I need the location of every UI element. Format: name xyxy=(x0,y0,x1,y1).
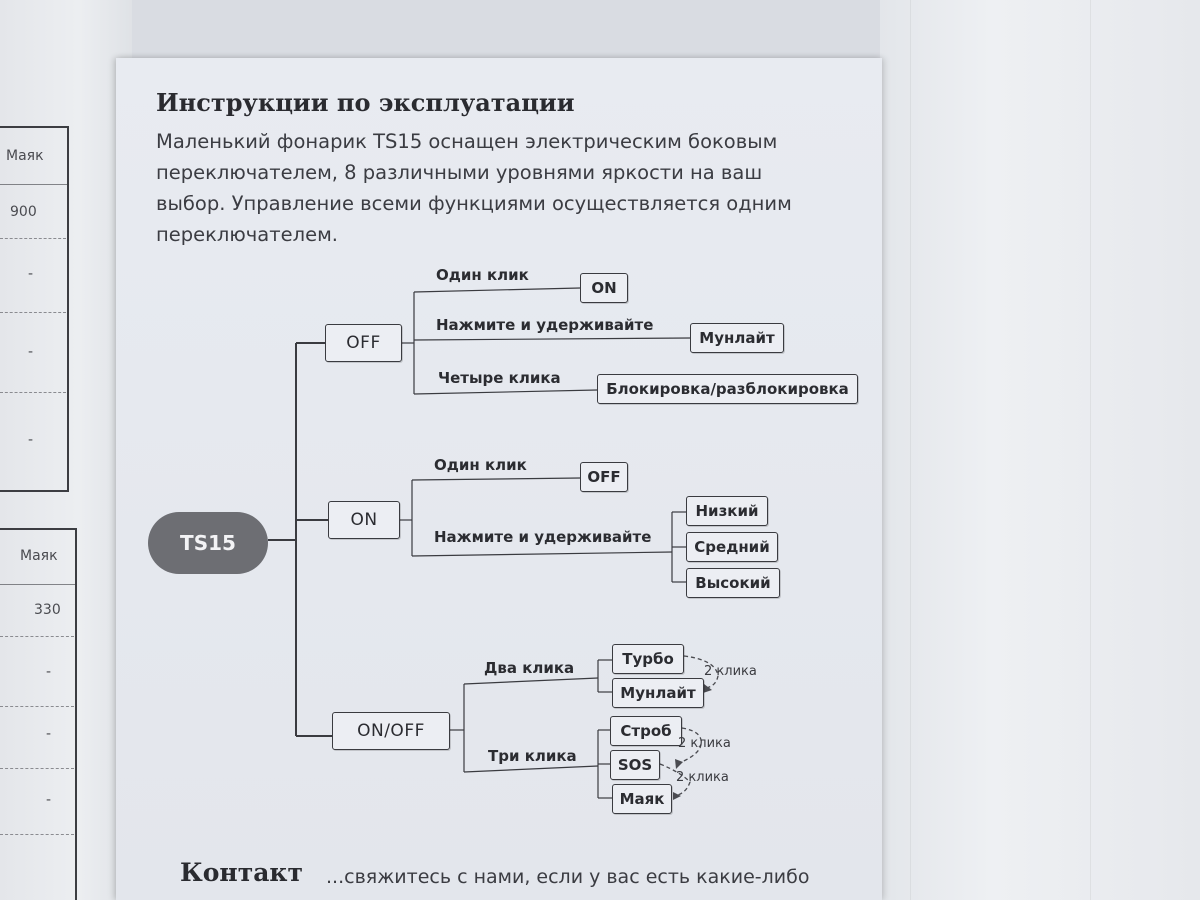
mode-onoff-box: ON/OFF xyxy=(332,712,450,750)
onoff-result-moonlight: Мунлайт xyxy=(612,678,704,708)
table1-top-border xyxy=(0,126,68,128)
mode-on-box: ON xyxy=(328,501,400,539)
on-result-off: OFF xyxy=(580,462,628,492)
root-node-ts15: TS15 xyxy=(148,512,268,574)
off-result-lock: Блокировка/разблокировка xyxy=(597,374,858,404)
contact-heading: Контакт xyxy=(180,858,303,887)
right-background-sheet xyxy=(880,0,1200,900)
table1-row-divider xyxy=(0,392,66,393)
table1-cell: - xyxy=(28,432,34,448)
onoff-double-click-label: Два клика xyxy=(484,659,575,677)
table1-header: Маяк xyxy=(6,148,44,164)
table1-bottom-border xyxy=(0,490,69,492)
page-title: Инструкции по эксплуатации xyxy=(156,88,575,117)
off-hold-label: Нажмите и удерживайте xyxy=(436,316,654,334)
table2-row-divider xyxy=(0,706,74,707)
table2-cell: - xyxy=(46,726,52,742)
off-result-moonlight: Мунлайт xyxy=(690,323,784,353)
off-one-click-label: Один клик xyxy=(436,266,529,284)
table1-cell: - xyxy=(28,266,34,282)
on-result-medium: Средний xyxy=(686,532,778,562)
table2-right-border xyxy=(75,528,77,900)
cycle-note-sos-beacon: 2 клика xyxy=(676,770,729,785)
on-result-high: Высокий xyxy=(686,568,780,598)
cycle-note-strobe-sos: 2 клика xyxy=(678,736,731,751)
onoff-result-sos: SOS xyxy=(610,750,660,780)
table1-cell: - xyxy=(28,344,34,360)
table2-top-border xyxy=(0,528,76,530)
off-four-clicks-label: Четыре клика xyxy=(438,369,561,387)
cycle-note-turbo-moonlight: 2 клика xyxy=(704,664,757,679)
onoff-result-strobe: Строб xyxy=(610,716,682,746)
table2-header: Маяк xyxy=(20,548,58,564)
table1-cell: 900 xyxy=(10,204,37,220)
table1-header-divider xyxy=(0,184,68,185)
onoff-result-turbo: Турбо xyxy=(612,644,684,674)
table1-row-divider xyxy=(0,238,66,239)
mode-off-box: OFF xyxy=(325,324,402,362)
table2-cell: 330 xyxy=(34,602,61,618)
on-hold-label: Нажмите и удерживайте xyxy=(434,528,652,546)
intro-paragraph: Маленький фонарик TS15 оснащен электриче… xyxy=(156,130,792,246)
table2-row-divider xyxy=(0,636,74,637)
left-background-sheet: Маяк 900 - - - Маяк 330 - - - xyxy=(0,0,132,900)
table2-cell: - xyxy=(46,792,52,808)
table1-right-border xyxy=(67,126,69,492)
on-one-click-label: Один клик xyxy=(434,456,527,474)
on-result-low: Низкий xyxy=(686,496,768,526)
onoff-result-beacon: Маяк xyxy=(612,784,672,814)
table2-row-divider xyxy=(0,768,74,769)
onoff-triple-click-label: Три клика xyxy=(488,747,577,765)
contact-text: ...свяжитесь с нами, если у вас есть как… xyxy=(326,866,810,888)
table2-row-divider xyxy=(0,834,74,835)
table2-cell: - xyxy=(46,664,52,680)
table2-header-divider xyxy=(0,584,76,585)
off-result-on: ON xyxy=(580,273,628,303)
table1-row-divider xyxy=(0,312,66,313)
